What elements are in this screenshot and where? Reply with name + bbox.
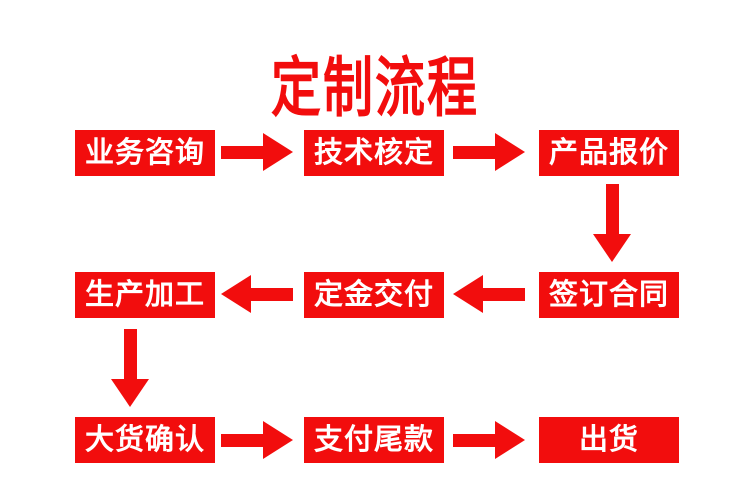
arrow-head [263,421,293,459]
arrow-stem [605,184,619,234]
node-deposit-payment: 定金交付 [304,272,444,318]
arrow-left-icon [221,275,293,313]
arrow-right-icon [221,421,293,459]
arrow-stem [221,433,263,447]
node-sign-contract: 签订合同 [539,272,679,318]
arrow-right-icon [453,421,525,459]
node-product-quote: 产品报价 [539,130,679,176]
arrow-head [111,379,149,407]
node-technical-review: 技术核定 [304,130,444,176]
arrow-stem [453,433,495,447]
arrow-stem [453,145,495,159]
node-production: 生产加工 [75,272,215,318]
page-title: 定制流程 [271,51,479,125]
arrow-down-icon [111,329,149,407]
arrow-left-icon [453,275,525,313]
node-bulk-confirmation: 大货确认 [75,417,215,463]
arrow-stem [221,145,263,159]
arrow-down-icon [593,184,631,262]
arrow-head [495,133,525,171]
arrow-stem [483,287,525,301]
arrow-head [221,275,251,313]
arrow-head [593,234,631,262]
node-business-inquiry: 业务咨询 [75,130,215,176]
arrow-stem [123,329,137,379]
arrow-right-icon [453,133,525,171]
node-final-payment: 支付尾款 [304,417,444,463]
arrow-stem [251,287,293,301]
arrow-right-icon [221,133,293,171]
arrow-head [495,421,525,459]
arrow-head [263,133,293,171]
arrow-head [453,275,483,313]
node-shipment: 出货 [539,417,679,463]
